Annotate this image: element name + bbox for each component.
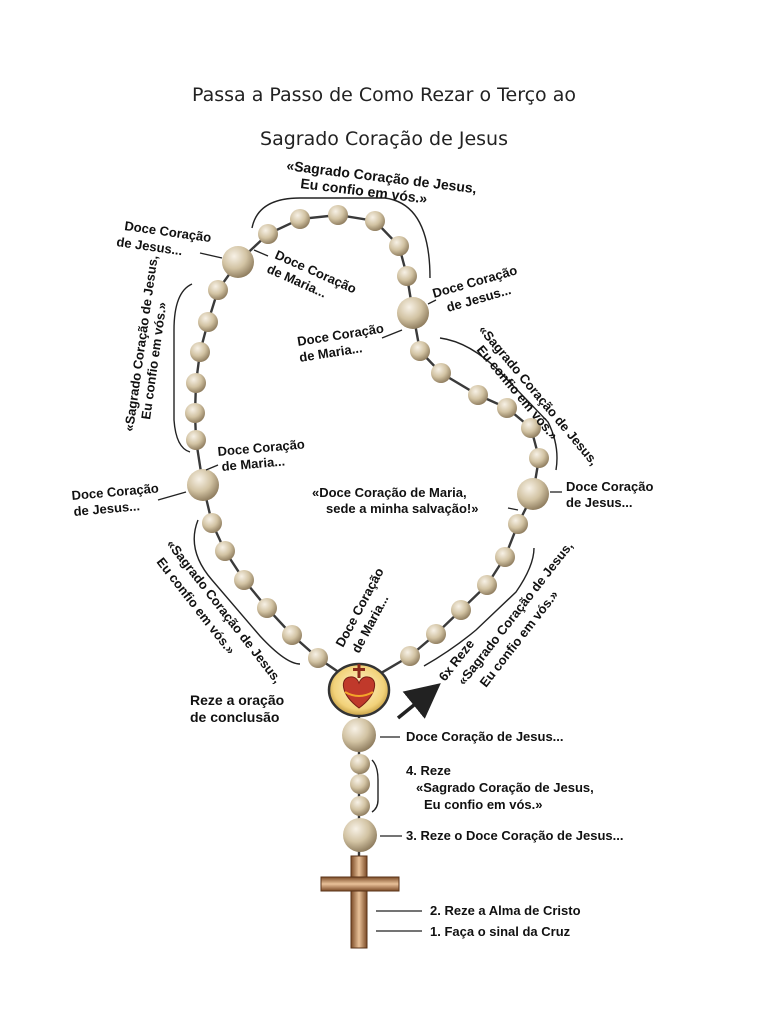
leader-doce-jesus-tl (199, 252, 223, 259)
brace-left (173, 283, 193, 453)
crucifix-icon (320, 855, 400, 949)
label-conclusao-2: de conclusão (190, 709, 279, 725)
bead (190, 342, 210, 362)
bead (257, 598, 277, 618)
bead (202, 513, 222, 533)
bead (186, 373, 206, 393)
step-1: 1. Faça o sinal da Cruz (430, 924, 571, 939)
bead (198, 312, 218, 332)
brace-bottom-right (423, 547, 535, 667)
bead (426, 624, 446, 644)
bead (350, 774, 370, 794)
bead (258, 224, 278, 244)
bead (215, 541, 235, 561)
large-bead (517, 478, 549, 510)
step-doce-jesus: Doce Coração de Jesus... (406, 729, 564, 744)
bead (497, 398, 517, 418)
label-maria-salvacao-2: sede a minha salvação!» (326, 501, 478, 516)
bead (328, 205, 348, 225)
bead (350, 754, 370, 774)
bead (397, 266, 417, 286)
leader-maria-salvacao (507, 507, 519, 511)
label-doce-jesus-l-2: de Jesus... (73, 498, 141, 519)
label-maria-salvacao-1: «Doce Coração de Maria, (312, 485, 467, 500)
bead (389, 236, 409, 256)
bead (508, 514, 528, 534)
leader-doce-maria-r (381, 329, 403, 339)
label-doce-maria-l-2: de Maria... (221, 454, 286, 474)
brace-bottom-left (193, 519, 301, 665)
bead (495, 547, 515, 567)
large-bead (222, 246, 254, 278)
large-bead (343, 818, 377, 852)
step-4-line-2: «Sagrado Coração de Jesus, (416, 780, 594, 795)
bead (477, 575, 497, 595)
bead (308, 648, 328, 668)
step-3: 3. Reze o Doce Coração de Jesus... (406, 828, 623, 843)
bead (186, 430, 206, 450)
leader-doce-maria-tl (253, 249, 269, 257)
label-bottom-right-prayer-1: «Sagrado Coração de Jesus, (455, 539, 576, 688)
label-right-prayer-1: «Sagrado Coração de Jesus, (476, 322, 602, 468)
bead (365, 211, 385, 231)
leader-doce-maria-l (205, 464, 219, 471)
bead (410, 341, 430, 361)
label-doce-jesus-r-1: Doce Coração (566, 479, 653, 494)
label-doce-jesus-r-2: de Jesus... (566, 495, 632, 510)
bead (234, 570, 254, 590)
bead (290, 209, 310, 229)
label-conclusao-1: Reze a oração (190, 692, 284, 708)
bead (468, 385, 488, 405)
leader-doce-jesus-tr (427, 299, 437, 305)
bead (208, 280, 228, 300)
bead (521, 418, 541, 438)
step-4-line-3: Eu confio em vós.» (424, 797, 542, 812)
page-title-line-2: Sagrado Coração de Jesus (260, 128, 508, 150)
bead (350, 796, 370, 816)
bead (451, 600, 471, 620)
brace-step4 (371, 759, 379, 813)
rosary-beads (185, 205, 549, 852)
large-bead (187, 469, 219, 501)
bead (185, 403, 205, 423)
bead (431, 363, 451, 383)
bead (282, 625, 302, 645)
bead (400, 646, 420, 666)
brace-top (251, 197, 431, 279)
leader-doce-jesus-l (157, 491, 187, 501)
large-bead (342, 718, 376, 752)
large-bead (397, 297, 429, 329)
direction-arrow-icon (396, 683, 441, 720)
step-4-title: 4. Reze (406, 763, 451, 778)
page-title-line-1: Passa a Passo de Como Rezar o Terço ao (192, 84, 576, 106)
brace-right (439, 337, 558, 471)
step-2: 2. Reze a Alma de Cristo (430, 903, 581, 918)
sacred-heart-medal-icon (327, 662, 391, 718)
bead (529, 448, 549, 468)
